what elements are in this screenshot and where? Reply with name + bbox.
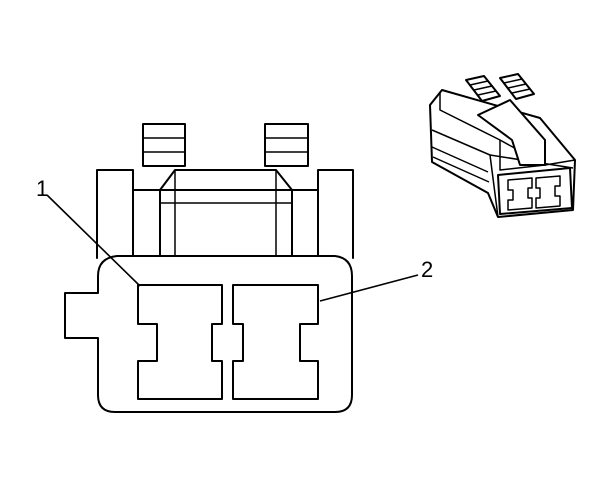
iso-end-face [497, 167, 573, 215]
callout-2: 2 [319, 257, 433, 302]
connector-isometric-view [429, 73, 576, 218]
callout-1-label: 1 [36, 176, 48, 201]
callout-2-label: 2 [421, 257, 433, 282]
terminal-cavity-1 [137, 284, 223, 400]
iso-tab-left [465, 75, 501, 102]
callout-1-leader [46, 194, 141, 287]
callout-2-leader [319, 274, 419, 302]
iso-tab-right [499, 73, 535, 100]
terminal-cavity-2 [232, 284, 319, 400]
iso-cavity-2 [535, 175, 561, 209]
callout-1: 1 [36, 176, 141, 287]
iso-cavity-1 [507, 177, 533, 211]
upper-housing [96, 169, 354, 259]
locking-tab-right [264, 123, 309, 167]
connector-end-view: 1 2 [36, 123, 433, 413]
connector-face [64, 255, 353, 413]
locking-tab-left [142, 123, 186, 167]
